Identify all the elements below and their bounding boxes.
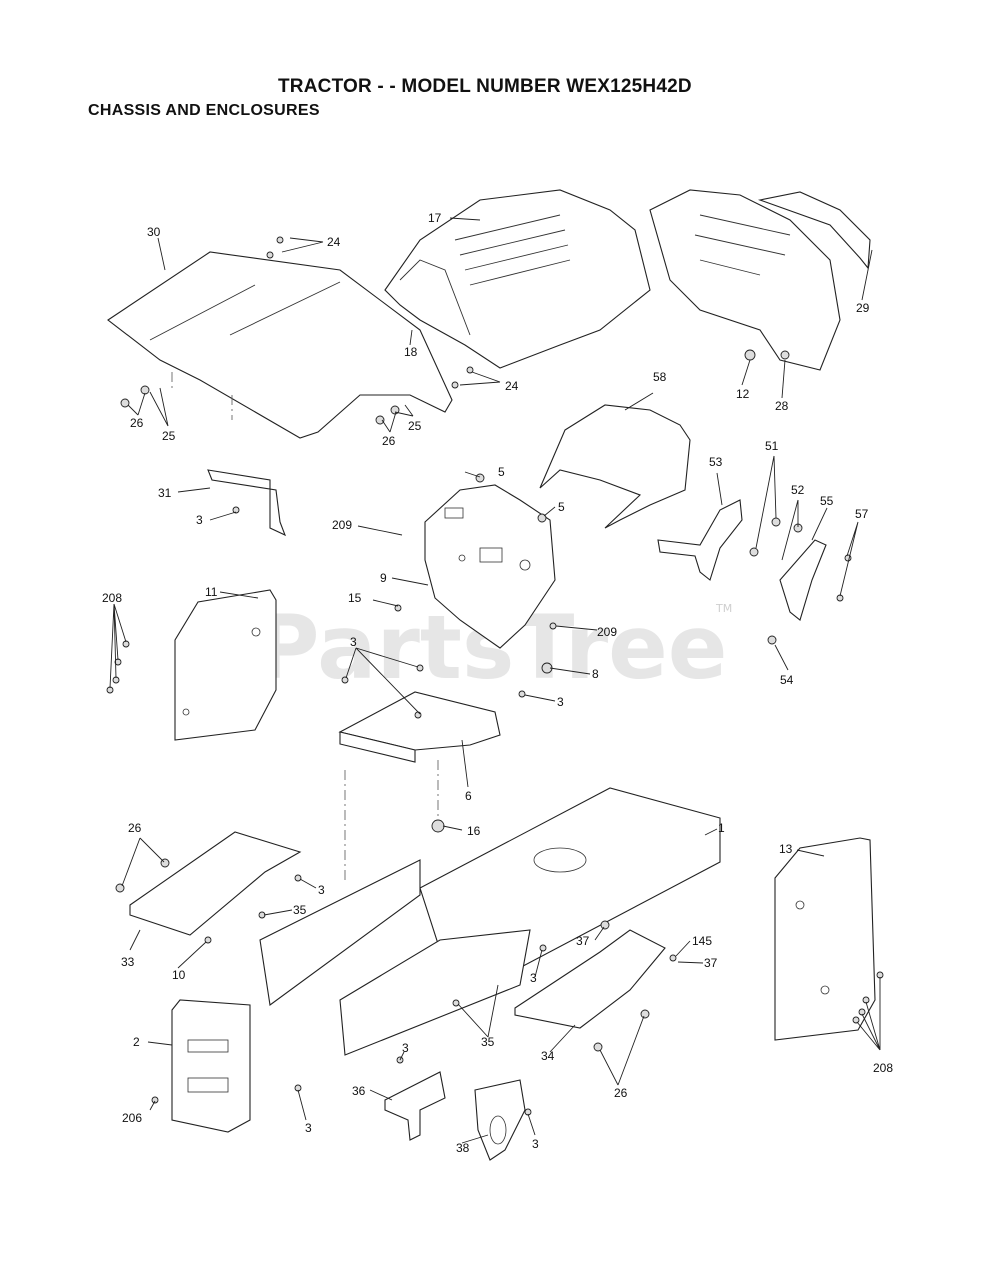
callout-145: 145 xyxy=(692,934,712,948)
part-2-bracket xyxy=(171,999,251,1133)
callout-16: 16 xyxy=(467,824,481,838)
callout-3h: 3 xyxy=(532,1137,539,1151)
part-33-plate xyxy=(129,831,302,936)
callout-3b: 3 xyxy=(350,635,357,649)
callout-26: 26 xyxy=(130,416,144,430)
callout-13: 13 xyxy=(779,842,793,856)
callout-53: 53 xyxy=(709,455,723,469)
callout-8: 8 xyxy=(592,667,599,681)
callout-3: 3 xyxy=(196,513,203,527)
section-title: CHASSIS AND ENCLOSURES xyxy=(88,102,320,119)
callout-3e: 3 xyxy=(530,971,537,985)
callout-15: 15 xyxy=(348,591,362,605)
callout-1: 1 xyxy=(718,821,725,835)
callout-31: 31 xyxy=(158,486,172,500)
callout-25b: 25 xyxy=(408,419,422,433)
part-38-bracket xyxy=(474,1079,526,1161)
part-31-bracket xyxy=(207,469,287,537)
callout-17: 17 xyxy=(428,211,442,225)
callout-12: 12 xyxy=(736,387,750,401)
callout-25: 25 xyxy=(162,429,176,443)
part-6-battery-tray xyxy=(338,691,501,763)
callout-52: 52 xyxy=(791,483,805,497)
callout-3d: 3 xyxy=(318,883,325,897)
callout-5: 5 xyxy=(498,465,505,479)
callout-30: 30 xyxy=(147,225,161,239)
callout-37: 37 xyxy=(576,934,590,948)
callout-37b: 37 xyxy=(704,956,718,970)
watermark-trademark: TM xyxy=(715,602,732,615)
callout-26c: 26 xyxy=(128,821,142,835)
callout-labels: 30 24 17 29 18 24 12 28 26 25 26 25 58 3… xyxy=(102,211,893,1155)
callout-36: 36 xyxy=(352,1084,366,1098)
callout-10: 10 xyxy=(172,968,186,982)
part-11-side-panel xyxy=(174,589,277,741)
callout-26d: 26 xyxy=(614,1086,628,1100)
part-9-dash-panel xyxy=(424,484,556,649)
part-29-grille xyxy=(649,189,871,371)
callout-57: 57 xyxy=(855,507,869,521)
callout-33: 33 xyxy=(121,955,135,969)
callout-51: 51 xyxy=(765,439,779,453)
callout-54: 54 xyxy=(780,673,794,687)
callout-6: 6 xyxy=(465,789,472,803)
fasteners xyxy=(106,236,884,1116)
part-53-bracket xyxy=(657,499,743,581)
callout-3c: 3 xyxy=(557,695,564,709)
callout-24: 24 xyxy=(327,235,341,249)
callout-35b: 35 xyxy=(481,1035,495,1049)
callout-28: 28 xyxy=(775,399,789,413)
callout-9: 9 xyxy=(380,571,387,585)
alignment-line xyxy=(344,760,439,880)
callout-34: 34 xyxy=(541,1049,555,1063)
part-34-plate xyxy=(514,929,666,1029)
part-55-bracket xyxy=(779,539,827,621)
callout-3g: 3 xyxy=(305,1121,312,1135)
callout-55: 55 xyxy=(820,494,834,508)
callout-38: 38 xyxy=(456,1141,470,1155)
callout-3f: 3 xyxy=(402,1041,409,1055)
callout-2: 2 xyxy=(133,1035,140,1049)
callout-208b: 208 xyxy=(873,1061,893,1075)
callout-58: 58 xyxy=(653,370,667,384)
part-30-fender xyxy=(107,251,453,439)
part-36-bracket xyxy=(384,1071,446,1141)
callout-29: 29 xyxy=(856,301,870,315)
callout-35: 35 xyxy=(293,903,307,917)
part-1-frame xyxy=(259,787,721,1056)
callout-208: 208 xyxy=(102,591,122,605)
callout-24b: 24 xyxy=(505,379,519,393)
callout-26b: 26 xyxy=(382,434,396,448)
part-58-shield xyxy=(539,404,691,529)
callout-18: 18 xyxy=(404,345,418,359)
part-17-hood xyxy=(384,189,651,369)
callout-209b: 209 xyxy=(597,625,617,639)
callout-11: 11 xyxy=(205,585,218,599)
callout-209: 209 xyxy=(332,518,352,532)
page-title: TRACTOR - - MODEL NUMBER WEX125H42D xyxy=(278,76,692,97)
callout-206: 206 xyxy=(122,1111,142,1125)
callout-5b: 5 xyxy=(558,500,565,514)
leader-lines xyxy=(109,217,881,1144)
part-13-side-panel xyxy=(774,837,876,1041)
